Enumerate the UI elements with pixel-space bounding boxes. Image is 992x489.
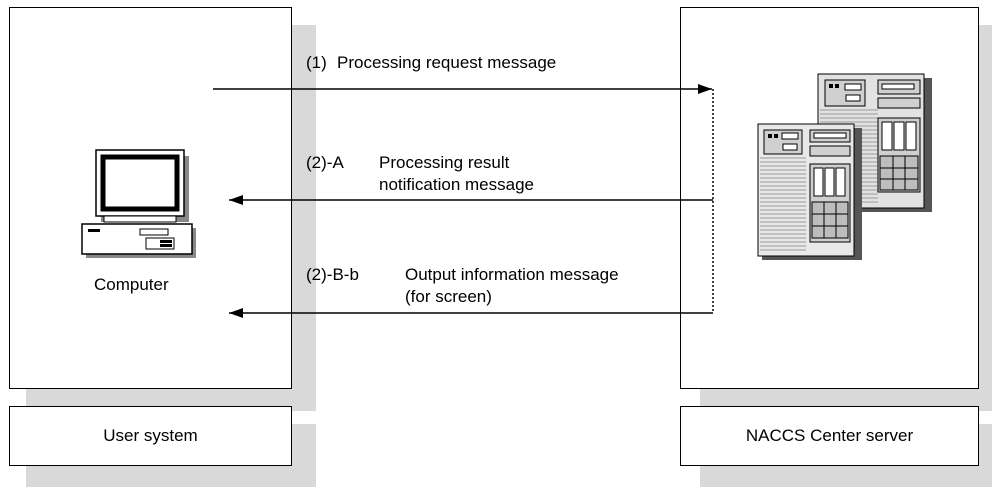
server-caption: NACCS Center server bbox=[680, 406, 979, 466]
server-icon bbox=[757, 73, 932, 260]
computer-label: Computer bbox=[94, 275, 169, 294]
user-system-caption: User system bbox=[9, 406, 292, 466]
message-1-text: Processing request message bbox=[337, 53, 557, 72]
user-system-caption-text: User system bbox=[103, 426, 198, 445]
message-2bb-line-1: Output information message bbox=[405, 265, 619, 284]
message-1-id: (1) bbox=[306, 53, 327, 72]
message-2bb-id: (2)-B-b bbox=[306, 265, 359, 284]
message-2a-line-2: notification message bbox=[379, 175, 534, 194]
message-2bb-line-2: (for screen) bbox=[405, 287, 492, 306]
message-2a-line-1: Processing result bbox=[379, 153, 510, 172]
message-2a-id: (2)-A bbox=[306, 153, 344, 172]
server-caption-text: NACCS Center server bbox=[745, 426, 914, 445]
computer-icon bbox=[81, 149, 196, 258]
